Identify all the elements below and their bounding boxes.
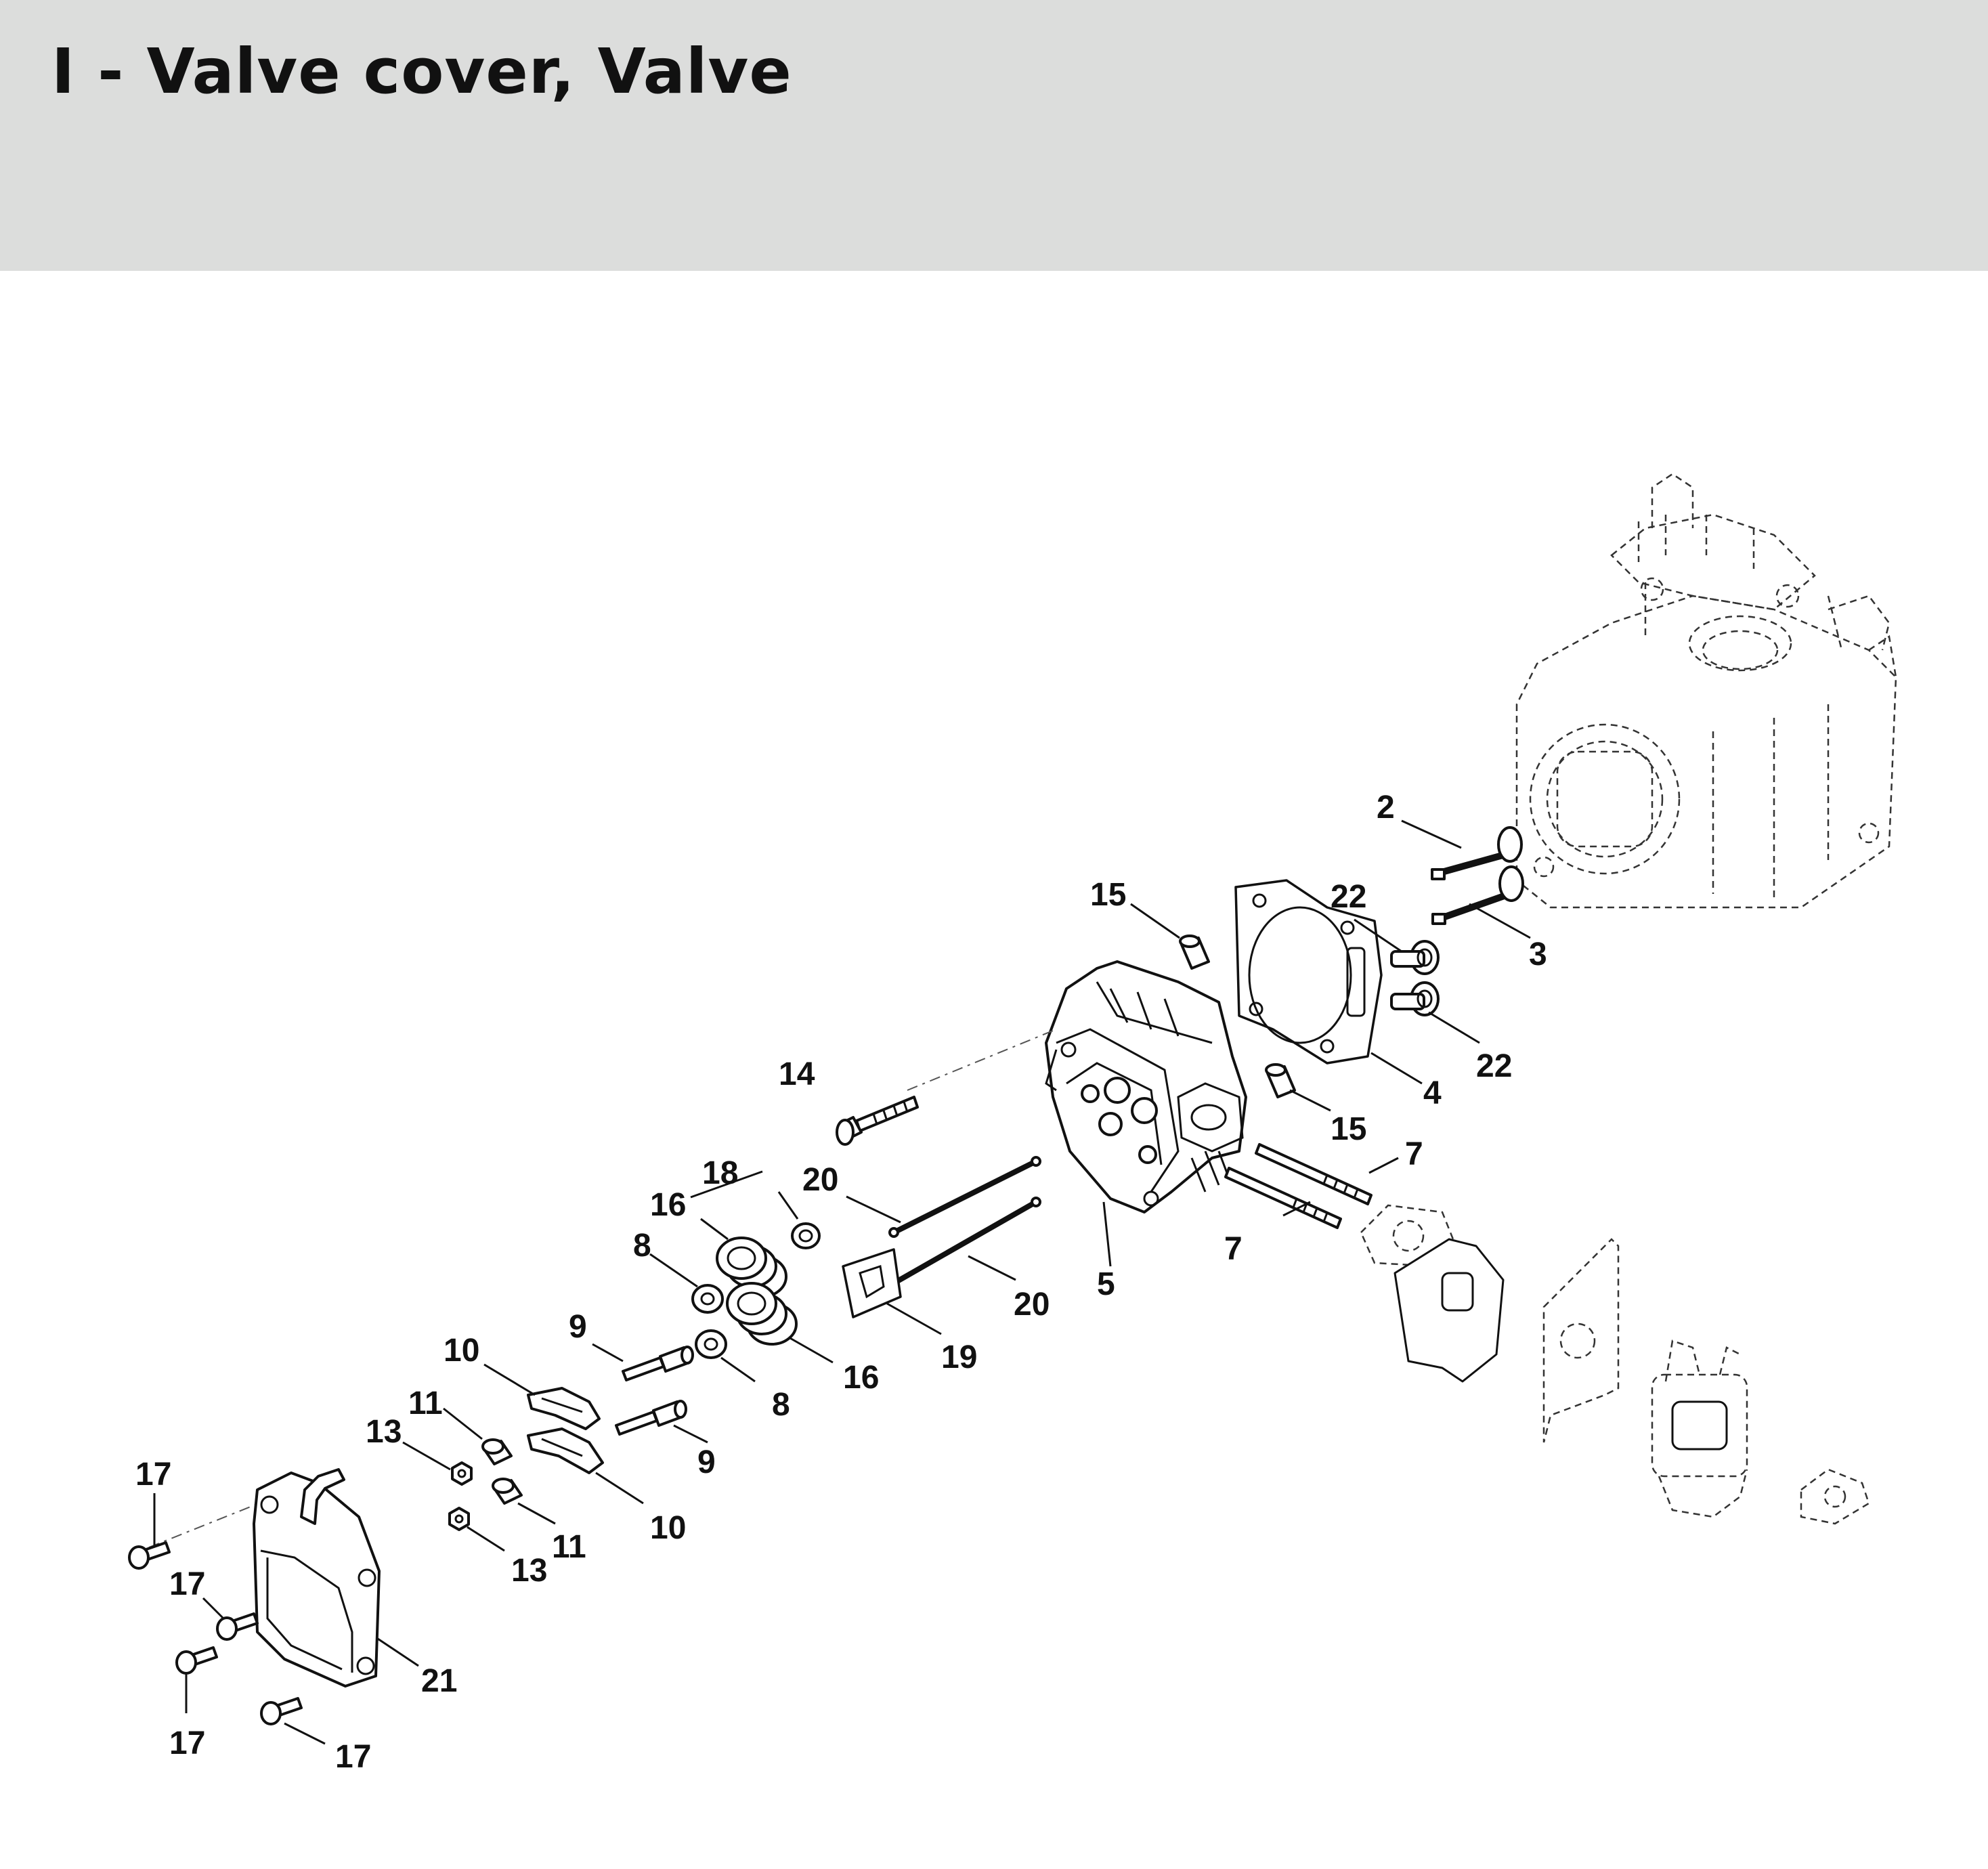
callout-5: 5 [1097,1266,1115,1302]
callout-20-lower: 20 [1014,1287,1050,1323]
valve-guide-22-upper[interactable] [1390,940,1440,975]
spring-retainer-8-lower[interactable] [695,1329,727,1359]
callout-4: 4 [1423,1075,1442,1111]
callout-16-upper: 16 [650,1187,686,1223]
callout-10-upper: 10 [444,1333,479,1369]
page-title: I - Valve cover, Valve [51,35,792,108]
dowel-sleeve-15-lower[interactable] [1265,1063,1296,1098]
rocker-stud-9-lower[interactable] [615,1400,687,1436]
pivot-11-lower[interactable] [492,1478,523,1505]
callout-17-c: 17 [169,1725,205,1761]
callout-20-upper: 20 [802,1162,838,1198]
callout-9-lower: 9 [697,1444,716,1480]
pivot-11-upper[interactable] [481,1438,513,1465]
cylinder-head-gasket[interactable] [1234,879,1383,1065]
nut-13-lower[interactable] [448,1507,470,1531]
callout-8-lower: 8 [772,1387,790,1423]
screw-17-a[interactable] [128,1541,171,1570]
guide-plate[interactable] [842,1248,902,1318]
callout-22-upper: 22 [1331,879,1366,915]
callout-15-upper: 15 [1090,877,1126,913]
callout-13-lower: 13 [511,1553,547,1589]
engine-block-ghost [1515,473,1897,909]
valve-guide-22-lower[interactable] [1390,981,1440,1016]
valve-spring-16-lower[interactable] [726,1282,798,1346]
callout-15-lower: 15 [1331,1111,1366,1147]
callout-13-upper: 13 [366,1414,402,1450]
nut-13-upper[interactable] [451,1461,473,1486]
screw-17-d[interactable] [260,1697,303,1725]
cylinder-head[interactable] [1045,960,1247,1213]
head-bolt[interactable] [836,1029,1057,1146]
valve-stem-seal[interactable] [791,1222,821,1249]
callout-18: 18 [702,1155,738,1191]
callout-8-upper: 8 [633,1228,651,1264]
valve-cover[interactable] [148,1468,381,1688]
callout-3: 3 [1529,937,1547,972]
screw-17-b[interactable] [216,1612,259,1641]
callout-10-lower: 10 [650,1510,686,1546]
callout-2: 2 [1377,790,1395,825]
leader-lines [153,819,1531,1745]
callout-9-upper: 9 [569,1309,587,1345]
push-rod-20-lower[interactable] [888,1197,1041,1289]
callout-17-d: 17 [335,1739,371,1775]
callout-7-upper: 7 [1405,1136,1423,1172]
stud-7-upper[interactable] [1255,1143,1373,1205]
rocker-arm-10-upper[interactable] [527,1387,601,1430]
callout-11-upper: 11 [408,1385,443,1421]
screw-17-c[interactable] [175,1646,218,1675]
rocker-stud-9-upper[interactable] [622,1346,694,1381]
callout-21: 21 [421,1663,457,1699]
stud-7-lower[interactable] [1224,1167,1342,1229]
push-rod-20-upper[interactable] [888,1156,1041,1238]
valve-2[interactable] [1431,826,1523,880]
intake-parts-ghost [1360,1204,1870,1525]
callout-16-lower: 16 [843,1360,879,1396]
callout-7-lower: 7 [1224,1231,1242,1267]
rocker-arm-10-lower[interactable] [527,1427,604,1474]
callout-11-lower: 11 [552,1529,586,1565]
spring-retainer-8-upper[interactable] [691,1284,724,1314]
callout-17-b: 17 [169,1566,205,1602]
dowel-sleeve-15-upper[interactable] [1179,934,1210,970]
callouts: 2 3 4 5 7 7 8 8 9 9 10 10 11 11 13 13 14… [135,790,1547,1775]
page-header: I - Valve cover, Valve [0,0,1988,271]
valve-spring-16-upper[interactable] [716,1237,787,1298]
callout-17-a: 17 [135,1457,171,1492]
callout-19: 19 [941,1339,977,1375]
callout-22-lower: 22 [1476,1048,1512,1084]
valve-3[interactable] [1431,865,1524,925]
callout-14: 14 [779,1056,815,1092]
